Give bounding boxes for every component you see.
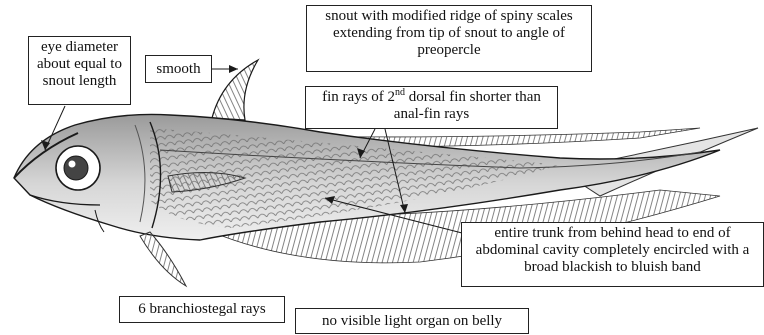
- eye-label: eye diameter about equal to snout length: [28, 36, 131, 105]
- trunk-band-label-text: entire trunk from behind head to end of …: [476, 225, 750, 275]
- branchiostegal-label-text: 6 branchiostegal rays: [138, 301, 265, 317]
- snout-label-text: snout with modified ridge of spiny scale…: [325, 8, 572, 58]
- smooth-label-text: smooth: [156, 61, 200, 77]
- trunk-band-label: entire trunk from behind head to end of …: [461, 222, 764, 287]
- fin-rays-label-post: dorsal fin shorter than anal-fin rays: [394, 89, 541, 122]
- light-organ-label-text: no visible light organ on belly: [322, 313, 502, 329]
- snout-label: snout with modified ridge of spiny scale…: [306, 5, 592, 72]
- pupil: [64, 156, 88, 180]
- light-organ-label: no visible light organ on belly: [295, 308, 529, 334]
- smooth-label: smooth: [145, 55, 212, 83]
- fin-rays-label: fin rays of 2nd dorsal fin shorter than …: [305, 86, 558, 129]
- fin-rays-label-pre: fin rays of 2: [322, 89, 395, 105]
- branchiostegal-label: 6 branchiostegal rays: [119, 296, 285, 323]
- fin-rays-label-sup: nd: [395, 87, 405, 98]
- pelvic-fin: [140, 232, 186, 286]
- eye-label-text: eye diameter about equal to snout length: [37, 39, 122, 89]
